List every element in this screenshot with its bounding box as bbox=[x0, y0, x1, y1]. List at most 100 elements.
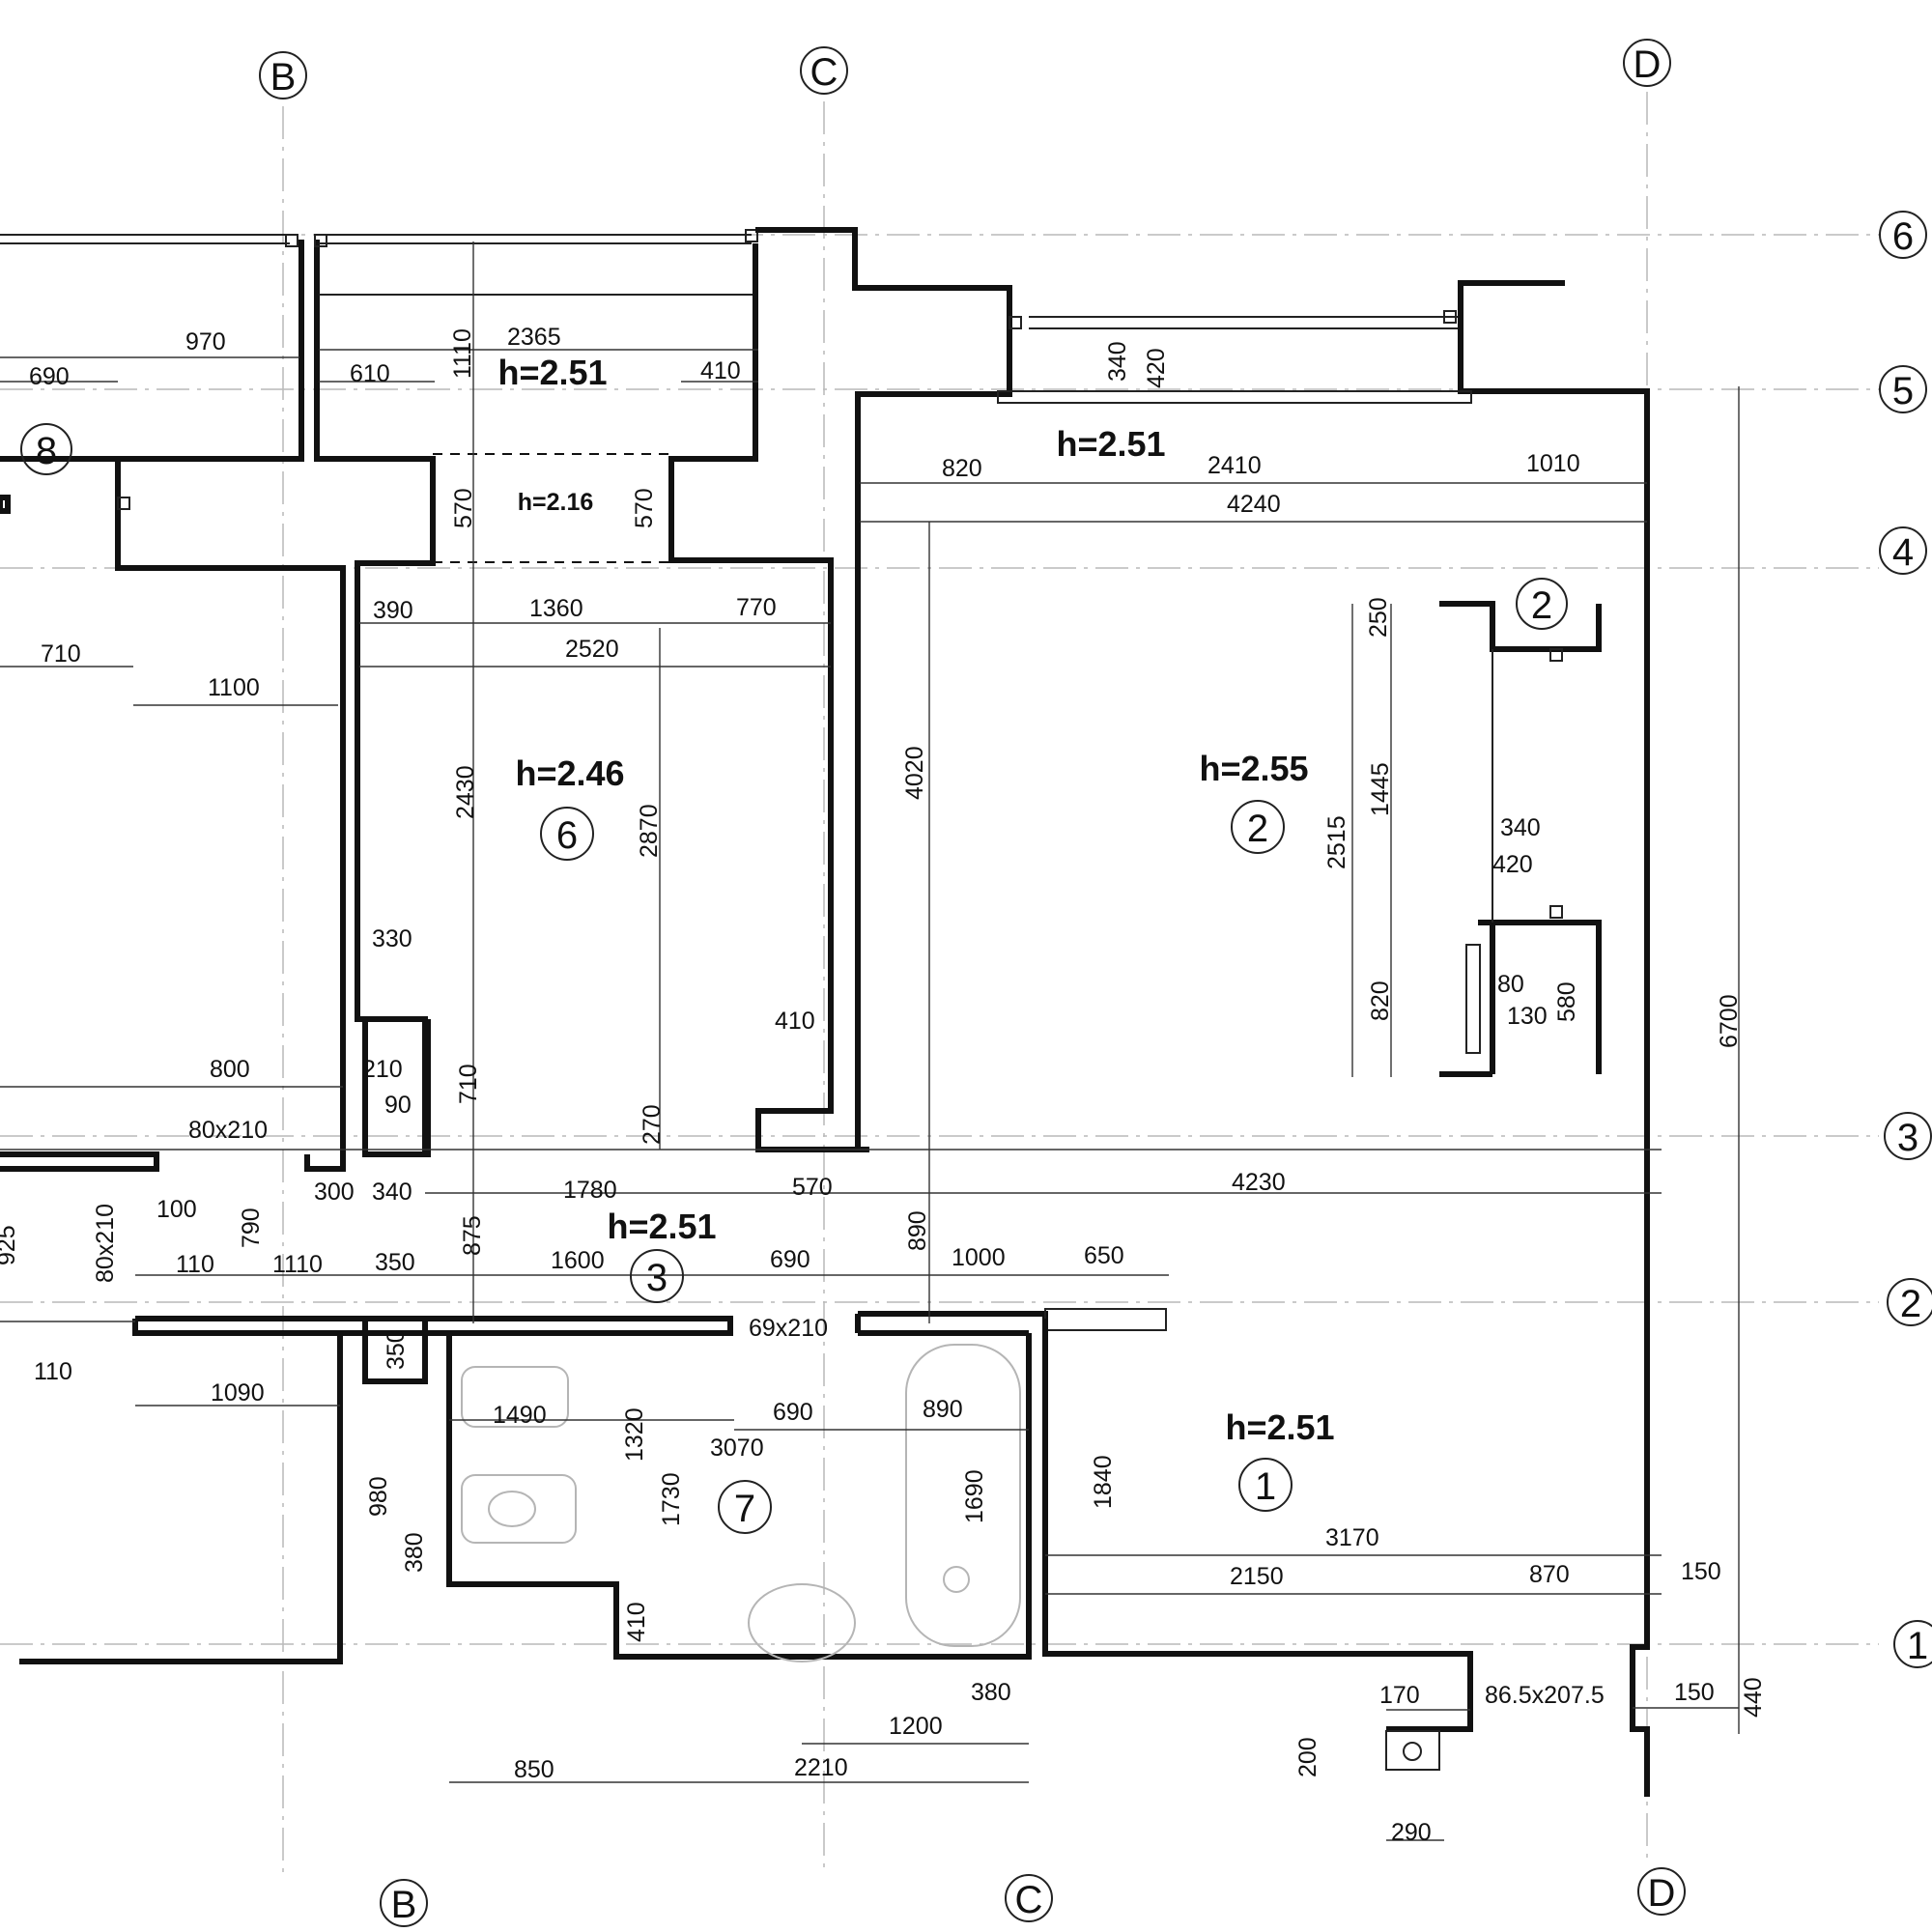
svg-text:1: 1 bbox=[1255, 1465, 1276, 1508]
dim-label: 1100 bbox=[208, 674, 260, 701]
dim-label: 770 bbox=[736, 594, 777, 621]
axis-bubble-5: 5 bbox=[1879, 365, 1927, 413]
svg-text:3: 3 bbox=[1897, 1117, 1918, 1159]
axis-bubble-d-top: D bbox=[1623, 39, 1671, 87]
dim-label: 570 bbox=[631, 488, 658, 528]
room-2-number: 2 bbox=[1231, 800, 1285, 854]
svg-text:D: D bbox=[1634, 43, 1662, 86]
dim-label: 200 bbox=[1294, 1737, 1321, 1777]
svg-text:7: 7 bbox=[734, 1488, 755, 1530]
dim-label: 1010 bbox=[1526, 450, 1580, 477]
bathroom-fixtures bbox=[461, 1344, 1021, 1662]
dim-label: 270 bbox=[639, 1104, 666, 1145]
room-7-number: 7 bbox=[718, 1480, 772, 1534]
dim-label: 800 bbox=[210, 1056, 250, 1083]
dim-label: 1600 bbox=[551, 1247, 605, 1274]
dim-label: 1090 bbox=[211, 1379, 265, 1406]
dim-label: 290 bbox=[1391, 1819, 1432, 1846]
axis-bubble-4: 4 bbox=[1879, 526, 1927, 575]
dim-label: 980 bbox=[365, 1476, 392, 1517]
dim-label: 340 bbox=[1500, 814, 1541, 841]
dim-label: 4240 bbox=[1227, 491, 1281, 518]
dim-label: 100 bbox=[156, 1196, 197, 1223]
dim-label: 440 bbox=[1740, 1677, 1767, 1718]
room-3-height: h=2.51 bbox=[607, 1207, 716, 1246]
axis-bubble-b-bottom: B bbox=[380, 1879, 428, 1927]
dim-label: 420 bbox=[1492, 851, 1533, 878]
dim-label: 890 bbox=[923, 1396, 963, 1423]
dim-label: 110 bbox=[176, 1251, 214, 1278]
dim-label: 2210 bbox=[794, 1754, 848, 1781]
walls bbox=[0, 227, 1650, 1797]
dim-label: 410 bbox=[700, 357, 741, 384]
room-3-number: 3 bbox=[630, 1249, 684, 1303]
svg-text:C: C bbox=[1015, 1879, 1043, 1921]
dim-label: 4020 bbox=[901, 746, 928, 800]
opening-label: 86.5x207.5 bbox=[1485, 1682, 1605, 1709]
dim-label: 350 bbox=[383, 1329, 410, 1370]
opening-label: 69x210 bbox=[749, 1315, 828, 1342]
dimension-lines bbox=[0, 242, 1740, 1841]
room-1-number: 1 bbox=[1238, 1458, 1293, 1512]
dim-label: 380 bbox=[971, 1679, 1011, 1706]
dim-label: 1840 bbox=[1090, 1455, 1117, 1509]
dim-label: 925 bbox=[0, 1225, 20, 1265]
svg-text:2: 2 bbox=[1247, 808, 1268, 850]
dim-label: 690 bbox=[29, 363, 70, 390]
dim-label: 150 bbox=[1674, 1679, 1715, 1706]
balcony-left-height: h=2.51 bbox=[497, 353, 607, 392]
dim-label: 820 bbox=[1367, 980, 1394, 1021]
dim-label: 250 bbox=[1365, 597, 1392, 638]
svg-text:2: 2 bbox=[1531, 584, 1552, 627]
dim-label: 1445 bbox=[1367, 762, 1394, 816]
svg-text:C: C bbox=[810, 51, 838, 94]
room-6-height: h=2.46 bbox=[515, 753, 624, 793]
dim-label: 850 bbox=[514, 1756, 554, 1783]
dim-label: 690 bbox=[773, 1399, 813, 1426]
dim-label: 3170 bbox=[1325, 1524, 1379, 1551]
dim-label: 2870 bbox=[636, 804, 663, 858]
window-marker-2: 2 bbox=[1516, 578, 1568, 630]
dim-label: 710 bbox=[41, 640, 81, 668]
dim-label: 690 bbox=[770, 1246, 810, 1273]
opening-label: 80x210 bbox=[92, 1204, 119, 1283]
dim-label: 130 bbox=[1507, 1003, 1548, 1030]
dim-label: 875 bbox=[459, 1215, 486, 1256]
svg-text:D: D bbox=[1648, 1872, 1676, 1915]
dim-label: 340 bbox=[372, 1179, 412, 1206]
axis-bubble-c-bottom: C bbox=[1005, 1874, 1053, 1922]
dim-label: 1490 bbox=[493, 1402, 547, 1429]
dim-label: 1000 bbox=[952, 1244, 1006, 1271]
dim-label: 1110 bbox=[272, 1251, 323, 1278]
dim-label: 1360 bbox=[529, 595, 583, 622]
dim-label: 2410 bbox=[1208, 452, 1262, 479]
dim-label: 90 bbox=[384, 1092, 412, 1119]
dim-label: 6700 bbox=[1716, 994, 1743, 1048]
dim-label: 350 bbox=[375, 1249, 415, 1276]
dim-label: 580 bbox=[1553, 981, 1580, 1022]
opening-label: 80x210 bbox=[188, 1117, 268, 1144]
dim-label: 570 bbox=[450, 488, 477, 528]
dim-label: 1780 bbox=[563, 1177, 617, 1204]
room-6-number: 6 bbox=[540, 807, 594, 861]
dim-label: 330 bbox=[372, 925, 412, 952]
svg-text:4: 4 bbox=[1892, 531, 1914, 574]
svg-text:1: 1 bbox=[1907, 1625, 1928, 1667]
axis-bubble-2: 2 bbox=[1887, 1278, 1932, 1326]
dim-label: 2515 bbox=[1323, 815, 1350, 869]
dim-label: 2520 bbox=[565, 636, 619, 663]
axis-bubble-3: 3 bbox=[1884, 1112, 1932, 1160]
room-1-height: h=2.51 bbox=[1225, 1407, 1334, 1447]
dim-label: 80 bbox=[1497, 971, 1524, 998]
dim-label: 210 bbox=[362, 1056, 403, 1083]
room-8-label: 8 bbox=[20, 423, 72, 475]
dim-label: 4230 bbox=[1232, 1169, 1286, 1196]
dim-label: 1730 bbox=[658, 1472, 685, 1526]
svg-text:B: B bbox=[391, 1884, 417, 1926]
dim-label: 650 bbox=[1084, 1242, 1124, 1269]
svg-text:5: 5 bbox=[1892, 370, 1914, 412]
dim-label: 1110 bbox=[449, 328, 476, 379]
passage-height: h=2.16 bbox=[518, 489, 594, 516]
dim-label: 110 bbox=[34, 1358, 72, 1385]
